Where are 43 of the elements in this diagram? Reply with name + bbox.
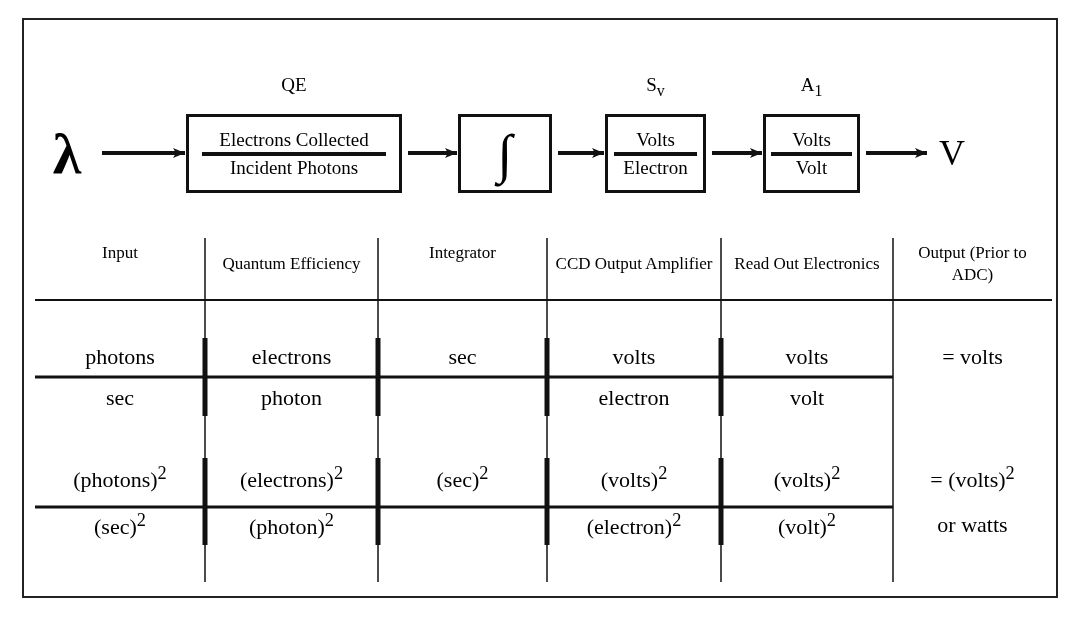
arrow — [558, 148, 604, 158]
unit-text: volt — [789, 385, 825, 411]
output-symbol: V — [928, 123, 976, 183]
unit-text: (sec)$^{2}$ — [436, 462, 489, 494]
numerator-text: Volts — [792, 128, 831, 151]
arrow — [712, 148, 762, 158]
numerator-text: Electrons Collected — [219, 128, 369, 151]
unit-text: (photons)$^{2}$ — [73, 462, 167, 494]
unit-text: (sec)$^{2}$ — [94, 509, 146, 541]
unit-text: photon — [260, 385, 323, 411]
unit-text: sec — [105, 385, 135, 411]
block-label: S$_{v}$ — [645, 74, 666, 100]
block-label: QE — [280, 74, 308, 96]
column-heading: Read Out Electronics — [733, 253, 881, 275]
unit-text: (volts)$^{2}$ — [773, 462, 841, 494]
column-heading: CCD Output Amplifier — [554, 253, 714, 275]
unit-text: volts — [785, 344, 829, 370]
unit-text: volts — [612, 344, 656, 370]
input-symbol: λ — [38, 123, 96, 183]
unit-text: (electron)$^{2}$ — [586, 509, 682, 541]
unit-text: electron — [598, 385, 670, 411]
arrow — [866, 148, 927, 158]
arrow — [408, 148, 457, 158]
unit-text: or watts — [937, 512, 1008, 538]
unit-text: (volts)$^{2}$ — [600, 462, 668, 494]
column-heading: Integrator — [428, 242, 497, 264]
denominator-text: Incident Photons — [229, 156, 359, 179]
unit-text: = (volts)$^{2}$ — [930, 462, 1015, 494]
unit-text: electrons — [251, 344, 332, 370]
numerator-text: Volts — [636, 128, 675, 151]
unit-text: photons — [85, 344, 155, 370]
arrow — [102, 148, 185, 158]
unit-text: (electrons)$^{2}$ — [239, 462, 344, 494]
column-heading: Quantum Efficiency — [221, 253, 362, 275]
unit-text: = volts — [942, 344, 1003, 370]
denominator-text: Electron — [623, 156, 688, 179]
unit-text: (volt)$^{2}$ — [777, 509, 837, 541]
column-heading: Input — [101, 242, 139, 264]
unit-text: sec — [448, 344, 477, 370]
unit-text: (photon)$^{2}$ — [249, 509, 334, 541]
denominator-text: Volt — [795, 156, 828, 179]
block-label: A$_{1}$ — [799, 74, 824, 100]
column-heading: Output (Prior to ADC) — [917, 242, 1028, 286]
